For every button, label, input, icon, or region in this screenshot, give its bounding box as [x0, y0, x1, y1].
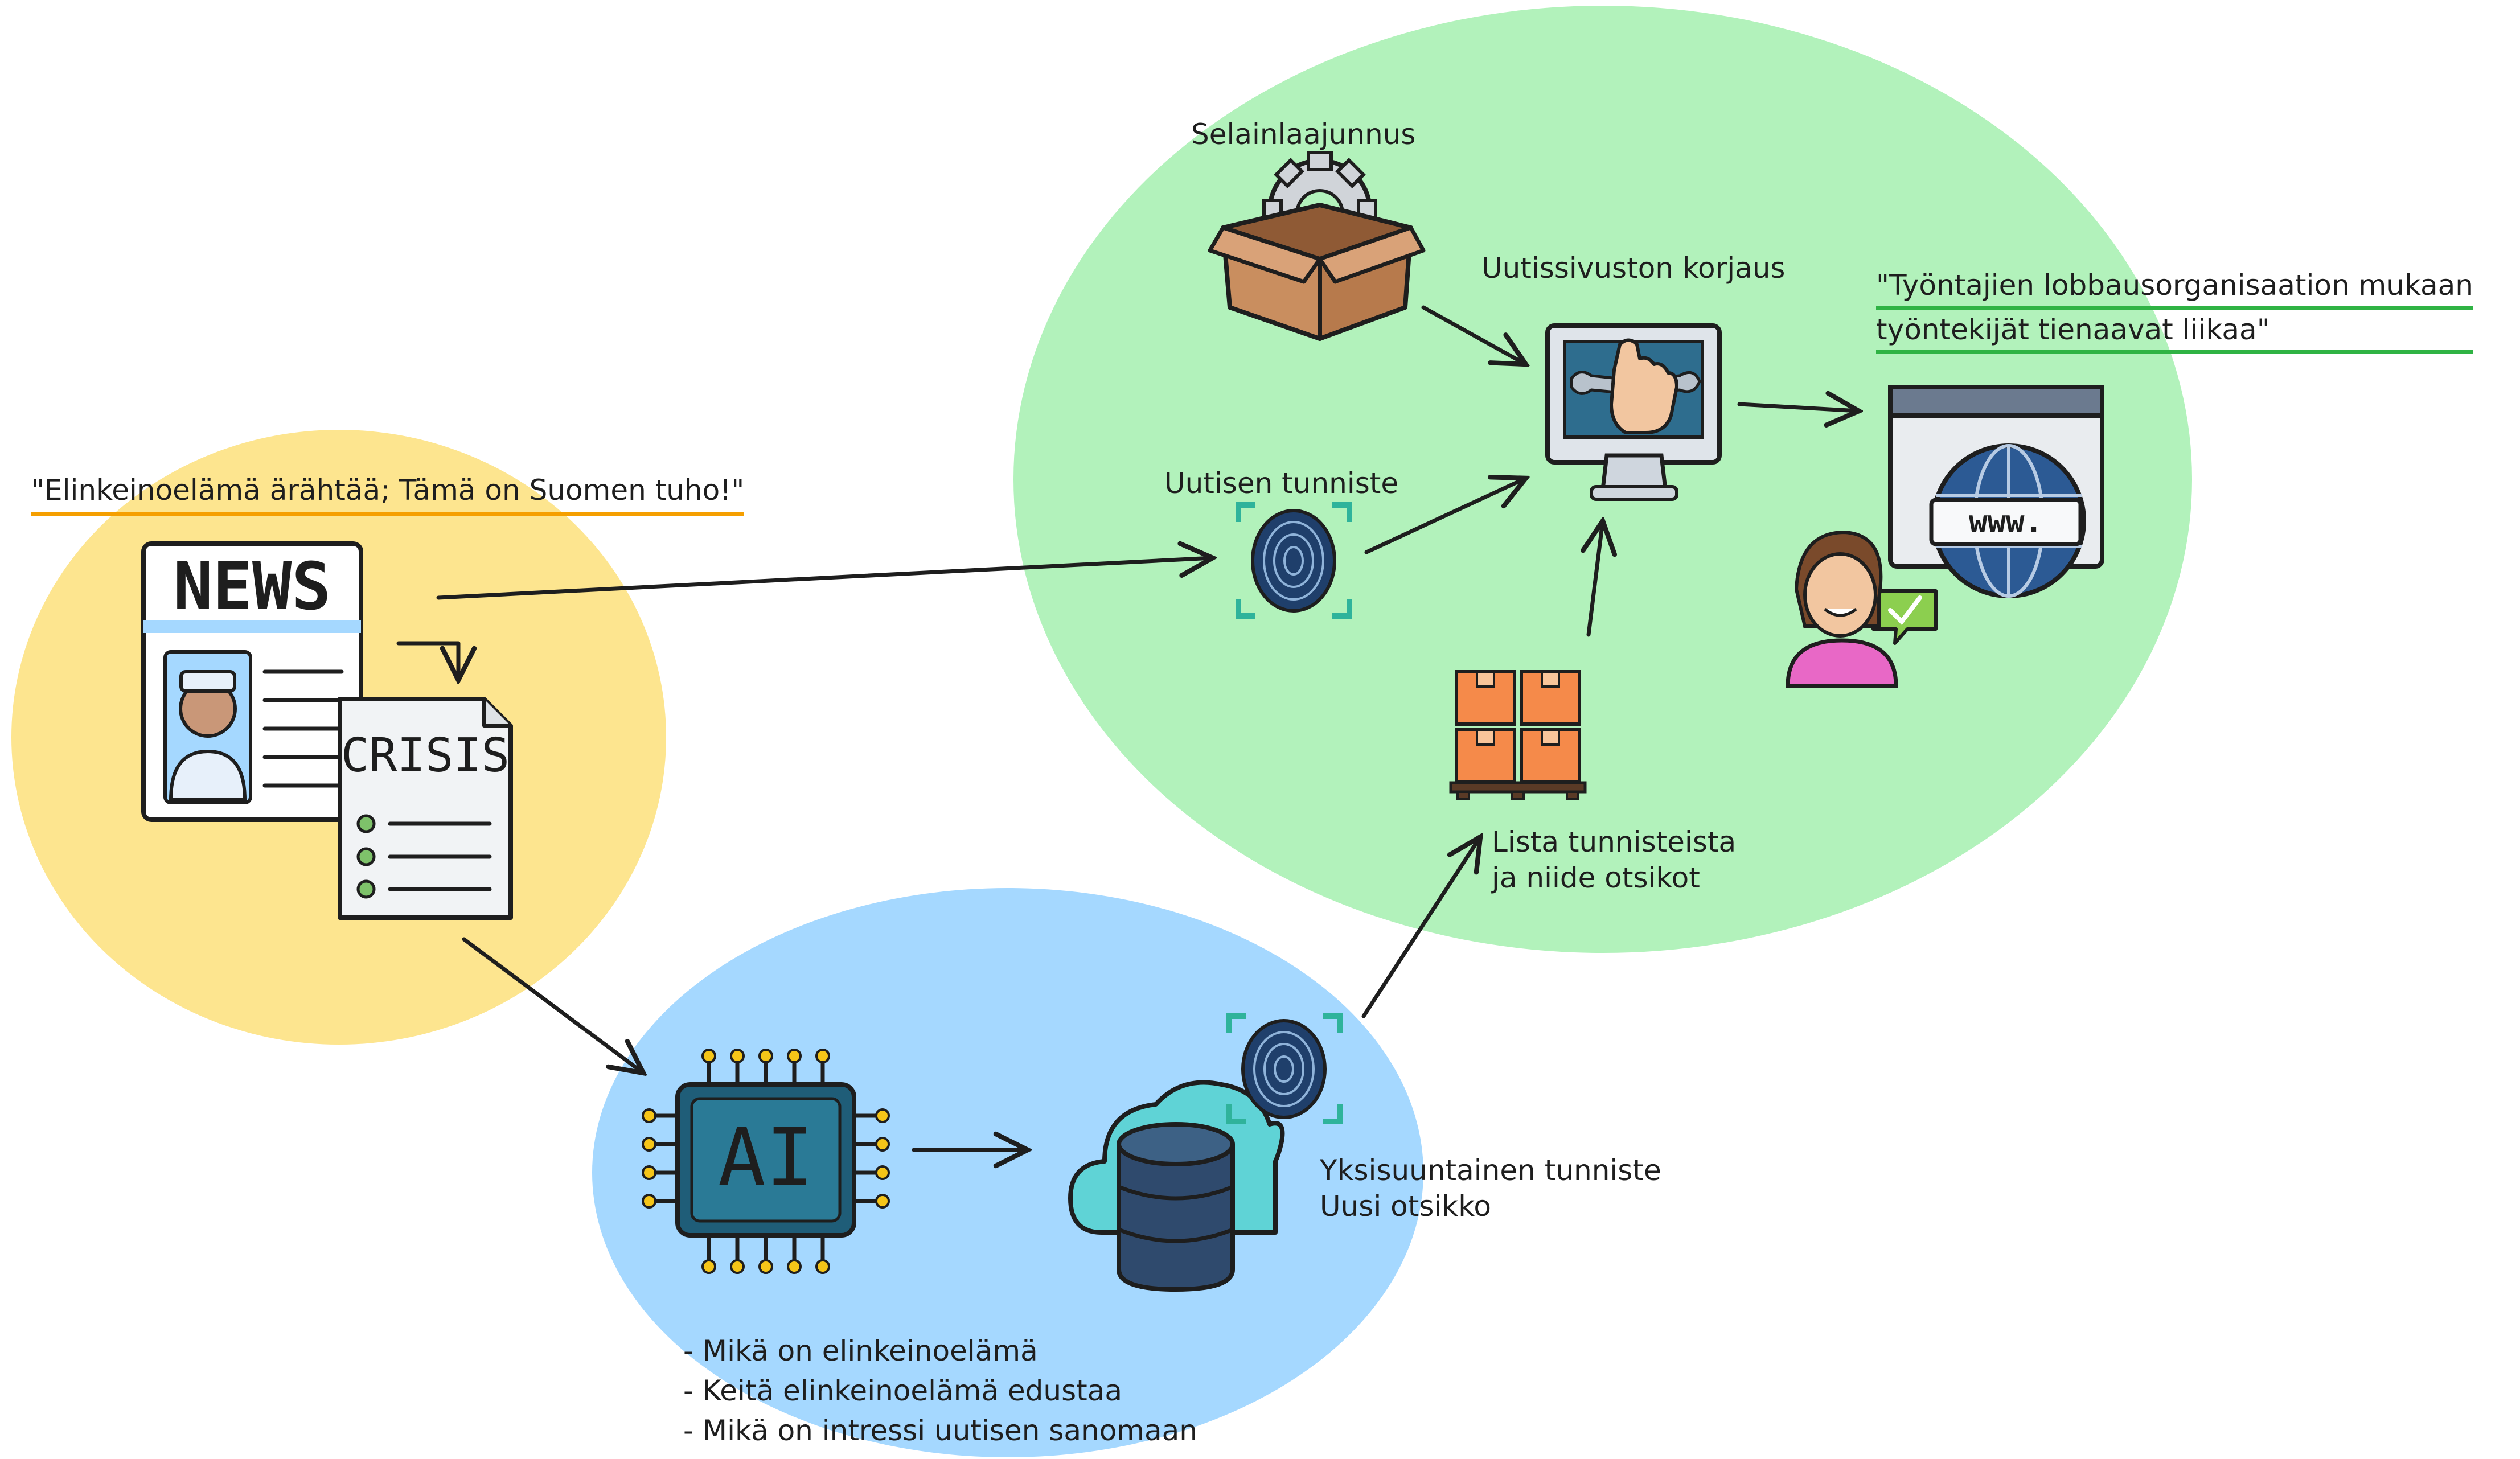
arrow-list-to-monitor: [1589, 521, 1603, 637]
blue-zone: [592, 888, 1423, 1457]
news-icon-text: NEWS: [174, 549, 331, 625]
identifier-list-line2: ja niide otsikot: [1492, 861, 1700, 894]
arrow-monitor-to-website: [1737, 404, 1859, 411]
arrow-database-to-list: [1361, 837, 1480, 1018]
employers-quote-line1: "Työntajien lobbausorganisaation mukaan: [1876, 268, 2473, 310]
questions-list: - Mikä on elinkeinoelämä - Keitä elinkei…: [683, 1331, 1197, 1450]
happy-person-icon: [1786, 530, 1938, 688]
www-text: www.: [1969, 504, 2043, 540]
package-gear-icon: [1208, 151, 1426, 341]
employers-quote-line2: työntekijät tienaavat liikaa": [1876, 312, 2473, 354]
crisis-document-icon: CRISIS: [338, 697, 513, 920]
arrow-box-to-monitor: [1421, 305, 1526, 364]
ai-chip-icon: AI: [642, 1049, 890, 1274]
one-way-identifier-label: Yksisuuntainen tunniste Uusi otsikko: [1320, 1153, 1661, 1224]
fingerprint-scan-icon-small: [1226, 1013, 1343, 1124]
arrow-news-to-identifier: [436, 558, 1213, 600]
arrow-news-to-crisis: [396, 641, 458, 680]
arrow-identifier-to-monitor: [1364, 478, 1526, 554]
crisis-icon-text: CRISIS: [341, 729, 510, 783]
fingerprint-scan-icon: [1236, 502, 1352, 619]
identifier-list-label: Lista tunnisteista ja niide otsikot: [1492, 824, 1736, 895]
business-quote: "Elinkeinoelämä ärähtää; Tämä on Suomen …: [31, 472, 745, 516]
news-site-fix-label: Uutissivuston korjaus: [1481, 252, 1786, 285]
identifier-list-line1: Lista tunnisteista: [1492, 825, 1737, 858]
arrow-crisis-to-ai: [462, 937, 643, 1073]
one-way-identifier-line1: Yksisuuntainen tunniste: [1320, 1154, 1661, 1187]
question-item: - Keitä elinkeinoelämä edustaa: [683, 1374, 1123, 1407]
website-browser-icon: www.: [1888, 385, 2104, 598]
monitor-repair-icon: [1545, 323, 1722, 501]
news-identifier-label: Uutisen tunniste: [1164, 467, 1399, 500]
browser-extension-label: Selainlaajunnus: [1191, 118, 1416, 151]
question-item: - Mikä on elinkeinoelämä: [683, 1334, 1038, 1367]
newspaper-icon: NEWS: [141, 541, 363, 822]
pallet-boxes-icon: [1449, 670, 1587, 800]
ai-icon-text: AI: [718, 1112, 814, 1205]
one-way-identifier-line2: Uusi otsikko: [1320, 1189, 1491, 1223]
question-item: - Mikä on intressi uutisen sanomaan: [683, 1414, 1197, 1447]
employers-quote: "Työntajien lobbausorganisaation mukaan …: [1876, 268, 2473, 354]
